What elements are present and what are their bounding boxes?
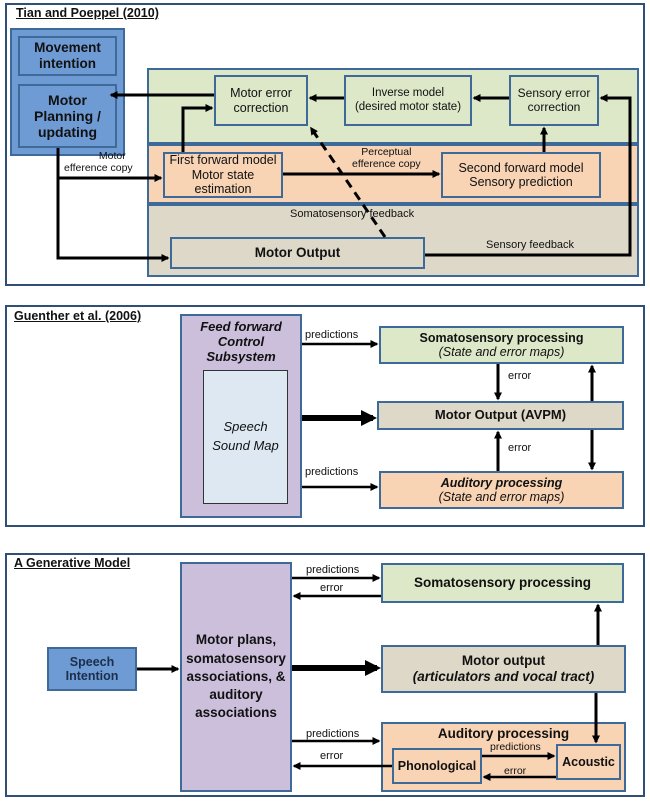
somatosensory-processing-box-p2: Somatosensory processing (State and erro… xyxy=(379,326,624,364)
label-motor-efference: Motor efference copy xyxy=(64,150,133,174)
label-predictions-bottom-p3: predictions xyxy=(306,728,360,740)
ff-line1: Feed forward xyxy=(200,319,282,334)
speech-sound-map-text: Speech Sound Map xyxy=(212,419,279,453)
motor-planning-text: Motor Planning / updating xyxy=(34,91,101,141)
label-error-top-p2: error xyxy=(508,370,532,382)
label-error-top-p3: error xyxy=(320,582,344,594)
somato-p2-line2: (State and error maps) xyxy=(438,345,565,359)
somato-p2-line1: Somatosensory processing xyxy=(419,330,584,345)
label-predictions-top-p3: predictions xyxy=(306,564,360,576)
panel-guenther xyxy=(5,305,645,527)
label-predictions-top-p2: predictions xyxy=(305,329,359,341)
sensory-error-correction-text: Sensory error correction xyxy=(517,85,591,114)
inverse-model-box: Inverse model (desired motor state) xyxy=(344,75,472,126)
second-forward-line2: Sensory prediction xyxy=(469,175,573,189)
motor-output-avpm-box: Motor Output (AVPM) xyxy=(377,401,624,430)
phonological-text: Phonological xyxy=(397,758,477,773)
panel3-title: A Generative Model xyxy=(14,556,131,570)
ff-line3: Subsystem xyxy=(206,348,276,364)
first-forward-line2: Motor state estimation xyxy=(191,167,255,197)
label-motor-efference-1: Motor xyxy=(98,150,126,162)
label-perceptual-2: efference copy xyxy=(352,158,421,171)
label-predictions-bottom-p2: predictions xyxy=(305,466,359,478)
motor-error-correction-box: Motor error correction xyxy=(214,75,308,126)
panel2-title: Guenther et al. (2006) xyxy=(14,309,142,323)
label-error-bottom-p3: error xyxy=(320,750,344,762)
motor-output-box: Motor Output xyxy=(170,237,425,269)
label-motor-efference-2: efference copy xyxy=(64,162,133,175)
somatosensory-processing-box-p3: Somatosensory processing xyxy=(381,563,624,603)
auditory-p2-line1: Auditory processing xyxy=(440,475,563,490)
label-sensory-feedback: Sensory feedback xyxy=(486,239,575,251)
speech-intention-box: Speech Intention xyxy=(47,647,137,691)
label-perceptual-1: Perceptual xyxy=(361,146,412,158)
label-perceptual-efference: Perceptual efference copy xyxy=(352,146,421,170)
inverse-model-line2: (desired motor state) xyxy=(354,100,462,113)
second-forward-model-box: Second forward model Sensory prediction xyxy=(441,152,601,198)
label-predictions-inner-p3: predictions xyxy=(490,741,541,753)
motor-planning-box: Motor Planning / updating xyxy=(18,84,117,148)
motor-output-text: Motor Output xyxy=(254,245,341,261)
speech-sound-map-box: Speech Sound Map xyxy=(203,370,288,504)
motor-output-box-p3: Motor output (articulators and vocal tra… xyxy=(381,645,626,693)
motor-error-correction-text: Motor error correction xyxy=(230,86,292,115)
label-error-inner-p3: error xyxy=(504,765,527,777)
somato-p3-text: Somatosensory processing xyxy=(413,575,592,591)
phonological-box: Phonological xyxy=(392,748,482,784)
motor-plans-box: Motor plans, somatosensory associations,… xyxy=(180,562,292,792)
panel-generative-model xyxy=(5,553,645,797)
second-forward-line1: Second forward model xyxy=(458,160,584,175)
auditory-p3-text: Auditory processing xyxy=(437,726,570,741)
inverse-model-line1: Inverse model xyxy=(371,87,445,100)
ff-line2: Control xyxy=(217,333,265,349)
movement-intention-text: Movement intention xyxy=(34,40,101,71)
label-error-bottom-p2: error xyxy=(508,442,532,454)
motor-plans-text: Motor plans, somatosensory associations,… xyxy=(186,632,286,721)
auditory-processing-box-p2: Auditory processing (State and error map… xyxy=(379,471,624,509)
acoustic-box: Acoustic xyxy=(556,744,621,780)
acoustic-text: Acoustic xyxy=(562,754,615,769)
label-somatosensory-feedback: Somatosensory feedback xyxy=(290,208,415,220)
motor-output-avpm-text: Motor Output (AVPM) xyxy=(434,407,567,423)
first-forward-line1: First forward model xyxy=(169,153,277,168)
panel1-title: Tian and Poeppel (2010) xyxy=(16,6,159,20)
panel-tian-poeppel xyxy=(5,3,645,286)
movement-intention-box: Movement intention xyxy=(18,36,117,76)
auditory-p2-line2: (State and error maps) xyxy=(438,490,565,504)
motor-output-p3-line2: (articulators and vocal tract) xyxy=(412,669,595,684)
first-forward-model-box: First forward model Motor state estimati… xyxy=(163,152,283,198)
speech-intention-text: Speech Intention xyxy=(65,654,119,683)
sensory-error-correction-box: Sensory error correction xyxy=(509,75,599,126)
motor-output-p3-line1: Motor output xyxy=(461,653,546,669)
